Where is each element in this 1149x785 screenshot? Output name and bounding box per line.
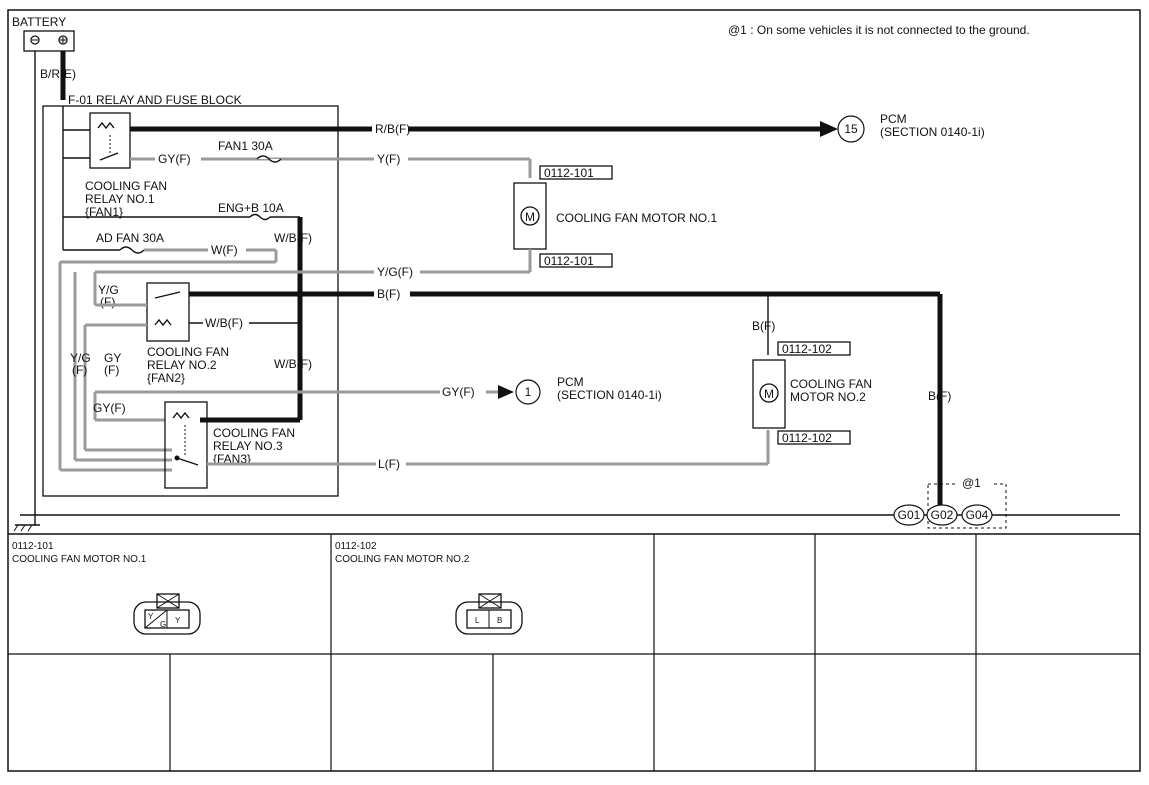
wire-b3-label: B(F) (928, 389, 951, 403)
relay-2-symbol (146, 282, 190, 342)
conn-2-code: 0112-102 (335, 541, 377, 552)
pcm-1-num: 1 (525, 385, 532, 399)
motor-2-symbol (752, 359, 786, 429)
wire-b2-label: B(F) (752, 319, 775, 333)
wire-w-label: W(F) (211, 243, 238, 257)
relay-2-line3: {FAN2} (147, 371, 185, 385)
relay-fuse-block (42, 105, 339, 497)
conn-1-name: COOLING FAN MOTOR NO.1 (12, 554, 147, 565)
pcm-15-title: PCM (880, 112, 907, 126)
motor-1-m: M (525, 210, 535, 224)
conn-2-pin1: L (475, 616, 480, 625)
motor-1-conn-bottom: 0112-101 (544, 254, 594, 268)
connector-2-drawing: L B (455, 593, 523, 635)
fuse-block-label: F-01 RELAY AND FUSE BLOCK (68, 93, 242, 107)
page-frame (7, 9, 1141, 772)
conn-1-pin2: G (160, 620, 166, 629)
wire-b-label: B(F) (377, 287, 400, 301)
wire-wb3-label: W/B(F) (274, 357, 312, 371)
connector-table (8, 534, 1140, 771)
pcm-15-connector (837, 115, 865, 143)
wire-gyb2: (F) (104, 363, 119, 377)
ground-symbol (13, 524, 40, 532)
wire-gy-label: GY(F) (158, 152, 191, 166)
pcm-1-title: PCM (557, 375, 584, 389)
conn-1-pin3: Y (175, 616, 181, 625)
fuse-engb-label: ENG+B 10A (218, 201, 284, 215)
ground-g02-label: G02 (931, 508, 954, 522)
motor-1-label: COOLING FAN MOTOR NO.1 (556, 211, 717, 225)
wire-gyb1: GY (104, 351, 121, 365)
wire-ygb1: Y/G (70, 351, 91, 365)
connector-1-drawing: Y G Y (133, 593, 201, 635)
wire-rb-label: R/B(F) (375, 122, 410, 136)
fuse-adfan-label: AD FAN 30A (96, 231, 164, 245)
wire-gy3-label: GY(F) (93, 401, 126, 415)
relay-2-line2: RELAY NO.2 (147, 358, 217, 372)
relay-2-line1: COOLING FAN (147, 345, 229, 359)
conn-1-pin1: Y (148, 612, 154, 621)
battery-icon (23, 30, 75, 52)
relay-1-line3: {FAN1} (85, 205, 123, 219)
ground-g04-label: G04 (966, 508, 989, 522)
conn-1-code: 0112-101 (12, 541, 54, 552)
wire-yga1: Y/G (98, 283, 119, 297)
wire-yg-label: Y/G(F) (377, 265, 413, 279)
motor-2-conn-bottom: 0112-102 (782, 431, 832, 445)
pcm-1-section: (SECTION 0140-1i) (557, 388, 662, 402)
ground-g04 (961, 504, 993, 526)
ground-g01 (893, 504, 925, 526)
pcm-1-connector (515, 379, 541, 405)
relay-3-line1: COOLING FAN (213, 426, 295, 440)
relay-1-line2: RELAY NO.1 (85, 192, 155, 206)
pcm-15-num: 15 (844, 122, 858, 136)
motor-2-label1: COOLING FAN (790, 377, 872, 391)
ground-note: @1 : On some vehicles it is not connecte… (728, 23, 1030, 37)
ground-g01-label: G01 (898, 508, 921, 522)
conn-2-pin2: B (497, 616, 502, 625)
wire-ygb2: (F) (72, 363, 87, 377)
relay-1-line1: COOLING FAN (85, 179, 167, 193)
relay-3-line2: RELAY NO.3 (213, 439, 283, 453)
wire-wb1-label: W/B(F) (274, 231, 312, 245)
wire-gy2-label: GY(F) (442, 385, 475, 399)
motor-1-conn-top: 0112-101 (544, 166, 594, 180)
wire-y-label: Y(F) (377, 152, 400, 166)
wire-wb2-label: W/B(F) (205, 316, 243, 330)
wire-yga2: (F) (100, 295, 115, 309)
motor-2-conn-top: 0112-102 (782, 342, 832, 356)
motor-2-m: M (764, 387, 774, 401)
motor-2-label2: MOTOR NO.2 (790, 390, 866, 404)
relay-3-symbol (164, 401, 208, 489)
fuse-fan1-label: FAN1 30A (218, 139, 273, 153)
conn-2-name: COOLING FAN MOTOR NO.2 (335, 554, 470, 565)
battery-wire-label: B/R(E) (40, 67, 76, 81)
ground-at-label: @1 (962, 476, 981, 490)
battery-label: BATTERY (12, 15, 66, 29)
relay-1-symbol (89, 112, 131, 169)
wire-l-label: L(F) (378, 457, 400, 471)
pcm-15-section: (SECTION 0140-1i) (880, 125, 985, 139)
ground-g02 (926, 504, 958, 526)
